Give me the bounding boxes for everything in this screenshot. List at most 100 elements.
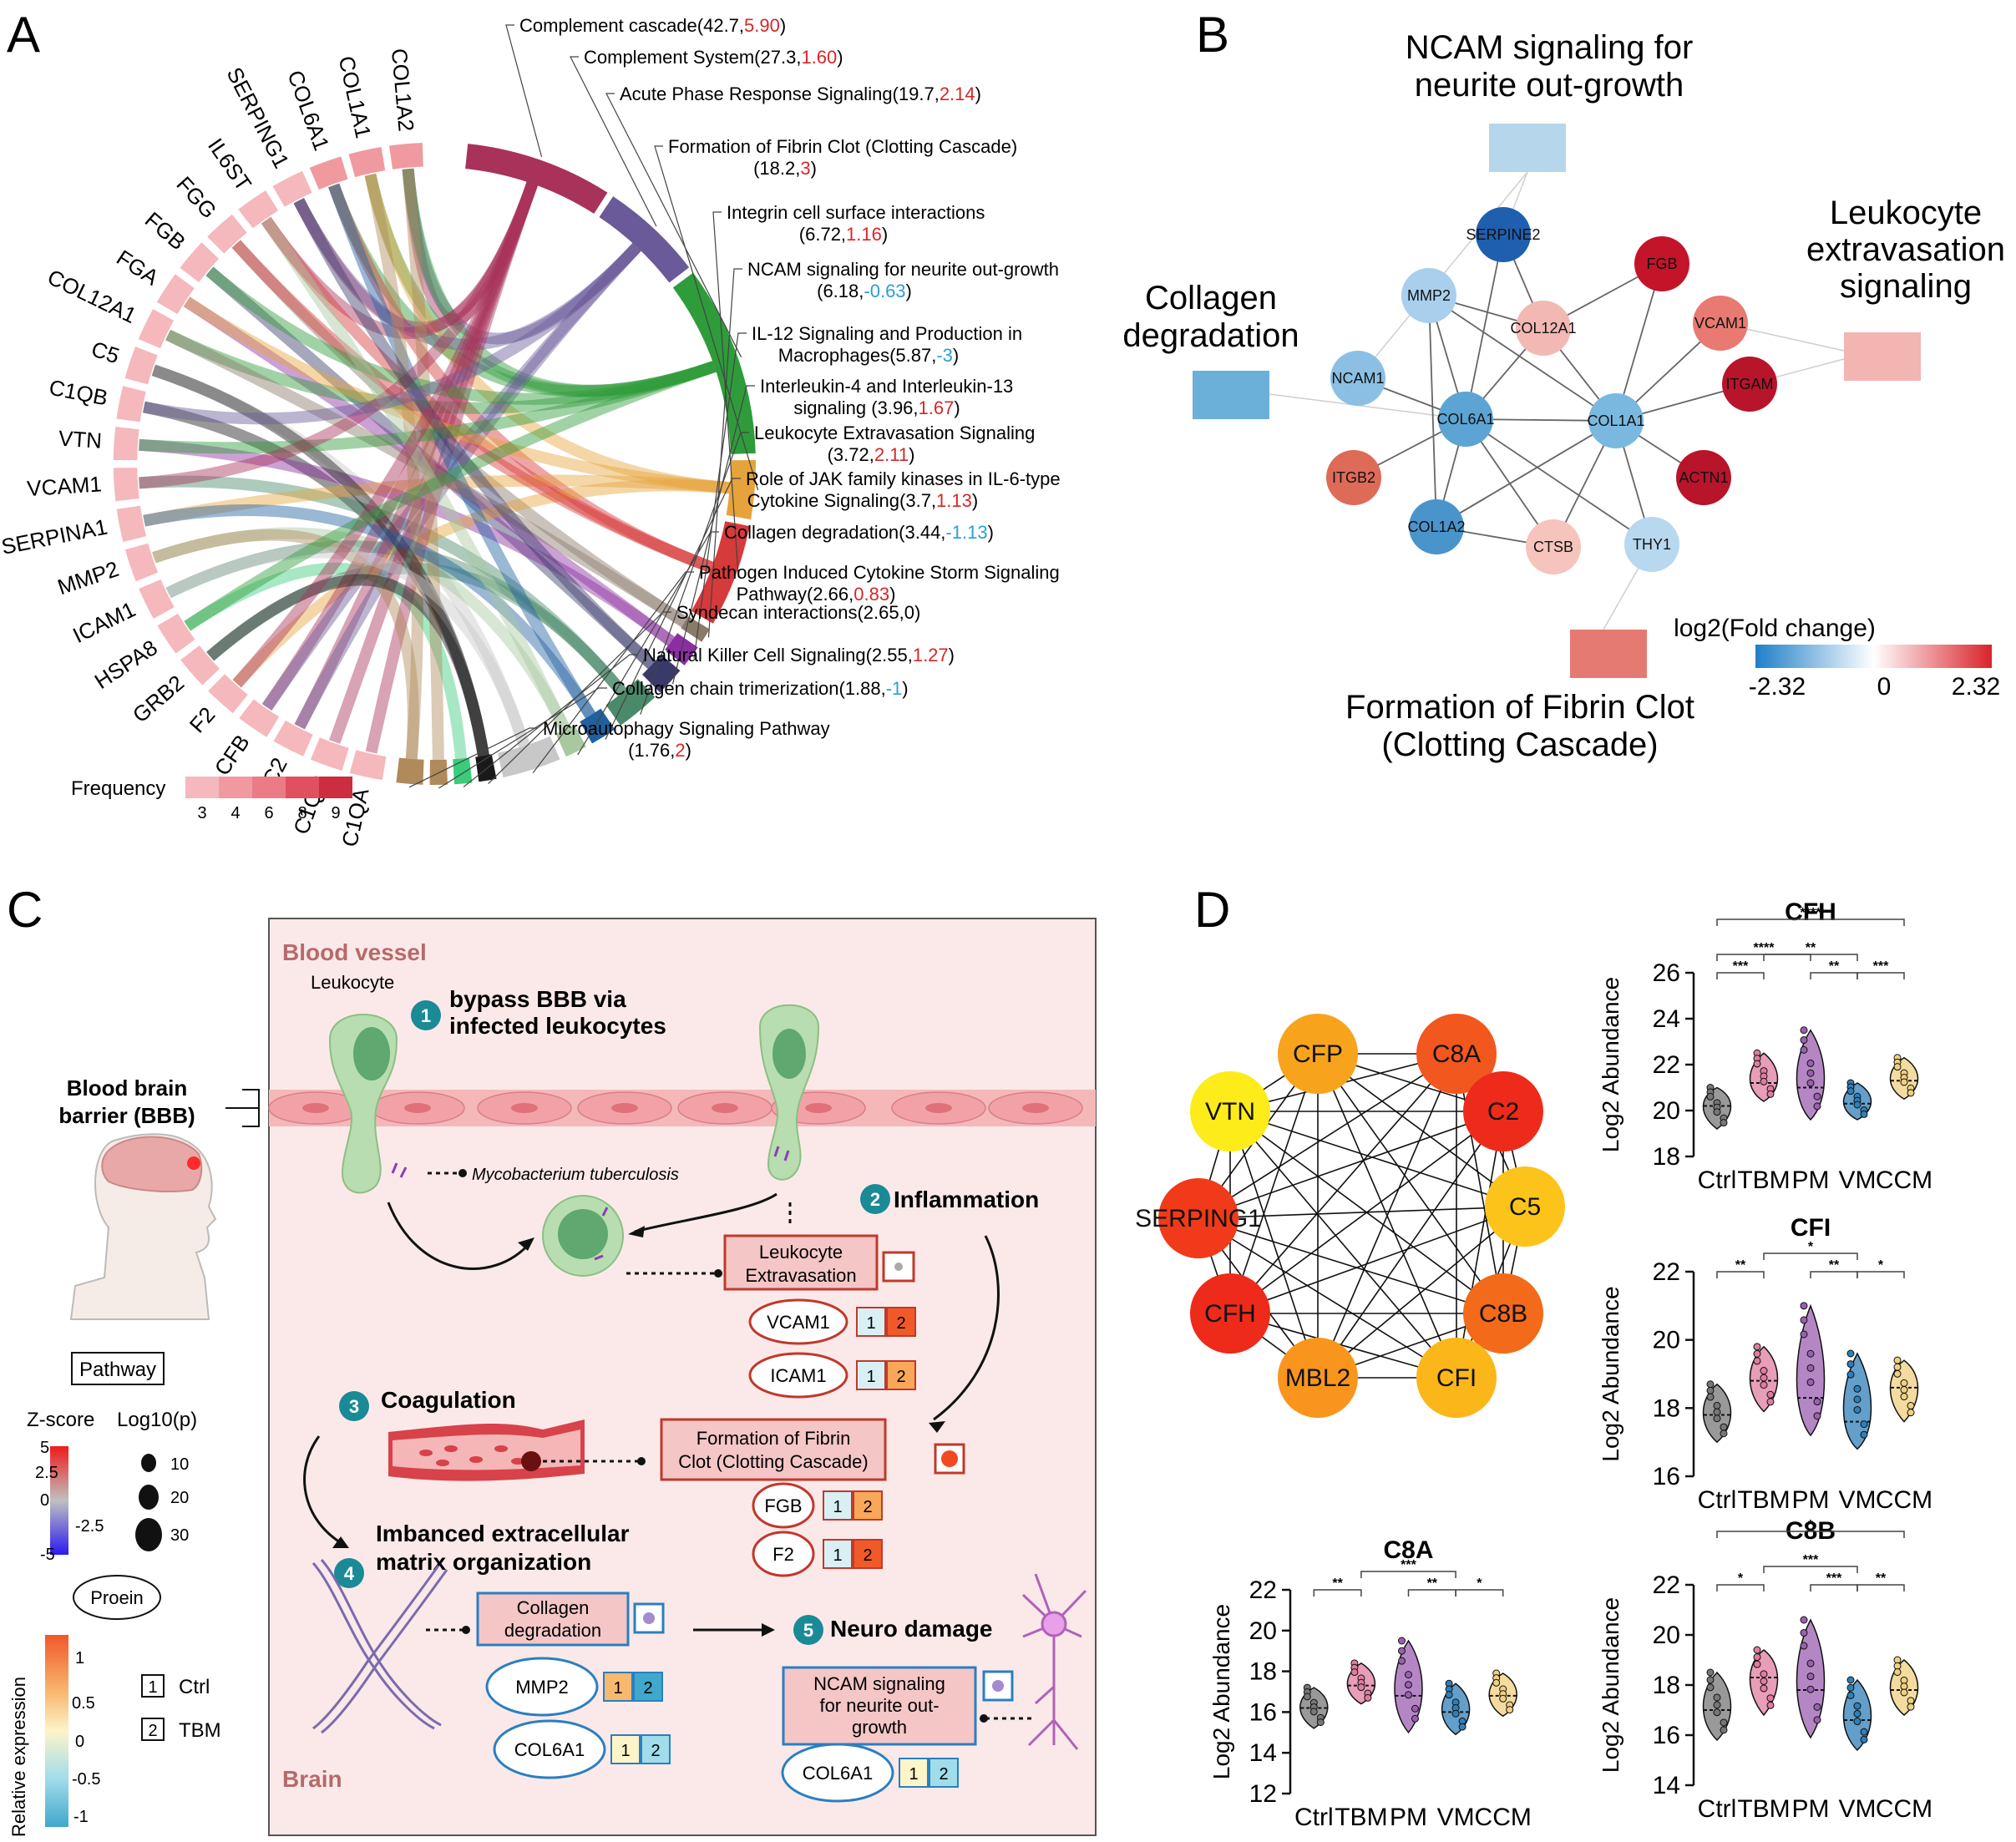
chord-ribbon: [261, 216, 571, 732]
ncam-line2: for neurite out-: [819, 1695, 939, 1716]
significance-label: **: [1829, 959, 1840, 974]
chord-ribbon: [231, 479, 731, 689]
step-2-number: 2: [870, 1189, 880, 1210]
pathway-label-10: Role of JAK family kinases in IL-6-type: [746, 468, 1061, 489]
pathway-box-leukocyte: [1844, 332, 1921, 381]
gene-arc-grb2: [179, 643, 222, 687]
chord-ribbon: [293, 181, 538, 334]
significance-label: **: [1876, 1571, 1887, 1586]
svg-text:1: 1: [866, 1368, 875, 1386]
legend-zscore-colorbar: [50, 1446, 68, 1555]
significance-bracket: [1716, 972, 1765, 979]
gene-arc-col12a1: [136, 307, 176, 351]
y-tick-label: 16: [1653, 1463, 1680, 1490]
gene-label-c1qb: C1QB: [47, 375, 109, 411]
step-4-number: 4: [344, 1563, 355, 1584]
frequency-tick-5: 9: [331, 804, 340, 822]
x-tick-label: CCM: [1876, 1795, 1932, 1823]
significance-label: *: [1808, 1518, 1814, 1532]
complement-edge: [1229, 1111, 1319, 1379]
chord-ribbon: [327, 182, 717, 397]
pathway-label-9: Leukocyte Extravasation Signaling: [754, 423, 1035, 443]
svg-text:SERPINE2: SERPINE2: [1466, 226, 1540, 243]
pathway-arc-2: [599, 196, 690, 283]
svg-text:1: 1: [909, 1765, 918, 1784]
x-tick-label: Ctrl: [1698, 1795, 1737, 1823]
y-axis-label: Log2 Abundance: [1598, 977, 1623, 1152]
leukocyte-arrow-left: [387, 1202, 532, 1270]
chord-ribbon: [138, 438, 676, 646]
expression-box: [899, 1758, 929, 1788]
x-tick-label: CCM: [1475, 1804, 1532, 1831]
pathway-label-6-line2: (6.18,-0.63): [817, 281, 912, 301]
legend-relexpr-title: Relative expression: [8, 1677, 29, 1837]
pathway-label-12-line2: Pathway(2.66,0.83): [737, 584, 896, 605]
chord-ribbon: [261, 181, 538, 339]
legend-pathway-label: Pathway: [79, 1359, 156, 1381]
chord-ribbon: [231, 239, 714, 574]
step-5: 5 Neuro damage: [793, 1615, 993, 1645]
blood-vessel-clot: [388, 1419, 585, 1481]
protein-label: COL6A1: [514, 1739, 585, 1760]
significance-label: ***: [1803, 1553, 1819, 1567]
legend-p-tick-3: 30: [170, 1526, 189, 1545]
gene-label-col1a1: COL1A1: [334, 53, 377, 140]
complement-edge: [1229, 1053, 1457, 1314]
gene-arc-col6a1: [307, 154, 350, 192]
x-tick-label: TBM: [1737, 1166, 1790, 1194]
fold-change-tick-max: 2.32: [1952, 673, 2000, 701]
brain-label: Brain: [282, 1766, 342, 1792]
complement-edge: [1229, 1111, 1526, 1207]
network-node-itgam: ITGAM: [1722, 357, 1777, 412]
protein-label: MMP2: [515, 1677, 569, 1698]
schematic-legend: Pathway Z-score Log10(p) 5 2.5: [8, 1352, 221, 1837]
y-axis-label: Log2 Abundance: [1598, 1597, 1623, 1773]
gene-arc-c1qb: [114, 384, 148, 424]
coagulation-to-ecm-arrow: [303, 1435, 345, 1546]
frequency-tick-1: 3: [197, 804, 206, 822]
complement-edge: [1229, 1111, 1504, 1314]
fibrin-clot-line2: Clot (Clotting Cascade): [678, 1451, 868, 1472]
gene-arc-icam1: [137, 577, 176, 621]
significance-label: *: [1738, 1571, 1744, 1586]
complement-edge: [1317, 1053, 1457, 1379]
svg-text:1: 1: [866, 1314, 875, 1333]
chord-ribbon: [142, 401, 489, 757]
pathway-label-coll-line2: degradation: [1122, 317, 1299, 354]
gene-label-col6a1: COL6A1: [282, 67, 334, 154]
chord-ribbon: [165, 546, 530, 748]
x-tick-label: TBM: [1335, 1804, 1387, 1831]
significance-label: *: [1808, 1240, 1814, 1254]
significance-bracket: [1763, 1566, 1858, 1573]
chord-ribbon: [205, 574, 489, 757]
pathway-label-11: Collagen degradation(3.44,-1.13): [724, 522, 994, 543]
svg-text:C2: C2: [1487, 1098, 1519, 1126]
frequency-tick-3: 6: [264, 804, 273, 822]
y-axis-label: Log2 Abundance: [1598, 1286, 1623, 1461]
significance-bracket: [1810, 1584, 1858, 1592]
significance-bracket: [1856, 972, 1905, 979]
expression-box: [641, 1734, 671, 1764]
expression-box: [856, 1360, 886, 1390]
network-node-col6a1: COL6A1: [1436, 392, 1495, 447]
leukocyte-extravasation-box: [723, 1234, 879, 1291]
gene-arc-c1qa: [347, 748, 388, 782]
chord-ribbon: [294, 181, 538, 731]
complement-edge: [1229, 1206, 1526, 1314]
expression-box: [853, 1490, 883, 1521]
expression-box: [603, 1672, 633, 1702]
x-tick-label: PM: [1390, 1804, 1427, 1831]
pathway-label-8: Interleukin-4 and Interleukin-13: [760, 376, 1013, 397]
gene-label-vtn: VTN: [58, 426, 103, 453]
pathway-arc-13: [475, 754, 497, 782]
step-4-label-line1: Imbanced extracellular: [376, 1521, 630, 1546]
complement-edge: [1317, 1053, 1504, 1314]
pathway-label-7: IL-12 Signaling and Production in: [752, 323, 1022, 344]
chord-ribbon: [261, 243, 641, 711]
step-1-number: 1: [421, 1005, 431, 1026]
